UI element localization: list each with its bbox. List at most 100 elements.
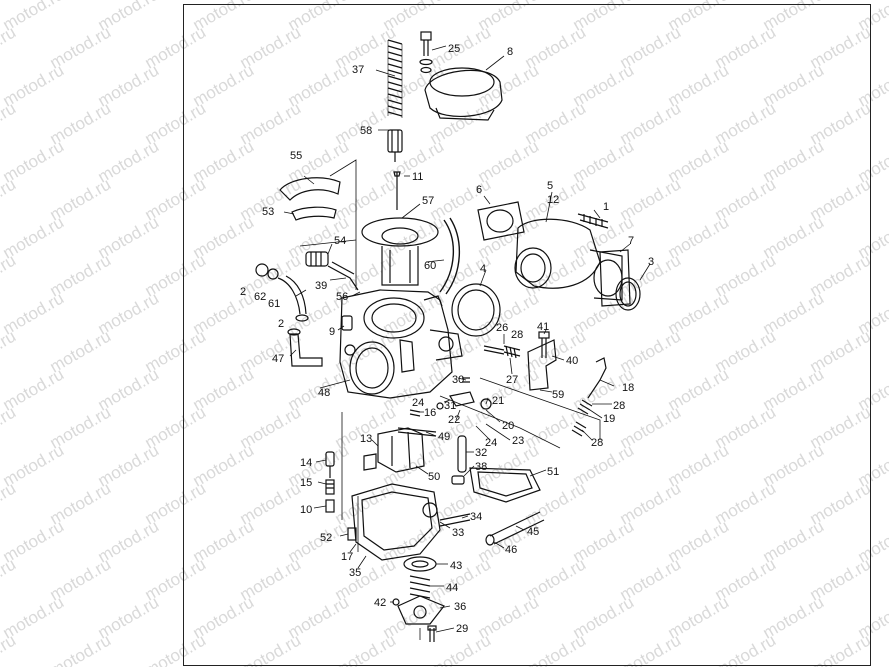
label-8: 8 xyxy=(507,46,513,58)
label-19: 19 xyxy=(603,413,615,425)
label-47: 47 xyxy=(272,353,284,365)
alignment-lines xyxy=(299,159,601,640)
label-38: 38 xyxy=(475,461,487,473)
label-34: 34 xyxy=(470,511,482,523)
leader-lines xyxy=(283,45,651,633)
part-41-screw xyxy=(538,331,550,358)
part-19-spring xyxy=(571,399,593,437)
callout-labels: 1 2 2 3 4 5 6 7 8 9 10 11 12 13 14 15 16… xyxy=(240,43,654,635)
part-16-pin xyxy=(409,409,421,417)
label-41: 41 xyxy=(537,321,549,333)
part-40-bracket xyxy=(527,339,557,391)
label-43: 43 xyxy=(450,560,462,572)
label-2-a: 2 xyxy=(240,286,246,298)
label-36: 36 xyxy=(454,601,466,613)
part-55-hose xyxy=(279,177,341,201)
part-50-float xyxy=(363,427,425,473)
label-14: 14 xyxy=(300,457,312,469)
part-38-jet xyxy=(451,475,465,485)
diagram-frame xyxy=(183,4,871,666)
label-2-b: 2 xyxy=(278,318,284,330)
label-52: 52 xyxy=(320,532,332,544)
label-24-b: 24 xyxy=(485,437,497,449)
label-26: 26 xyxy=(496,322,508,334)
part-58-needle-holder xyxy=(387,129,403,162)
label-21: 21 xyxy=(492,395,504,407)
part-35-float-bowl xyxy=(351,483,441,561)
label-6: 6 xyxy=(476,184,482,196)
label-59: 59 xyxy=(552,389,564,401)
label-45: 45 xyxy=(527,526,539,538)
label-18: 18 xyxy=(622,382,634,394)
label-16: 16 xyxy=(424,407,436,419)
part-11-needle xyxy=(393,171,401,210)
part-14-jet xyxy=(325,451,335,513)
label-50: 50 xyxy=(428,471,440,483)
part-62-hose xyxy=(255,263,309,322)
label-62: 62 xyxy=(254,291,266,303)
label-1: 1 xyxy=(603,201,609,213)
label-23: 23 xyxy=(512,435,524,447)
label-31: 31 xyxy=(444,400,456,412)
label-60: 60 xyxy=(424,260,436,272)
label-24-a: 24 xyxy=(412,397,424,409)
part-42-screw xyxy=(392,598,437,642)
part-43-diaphragm xyxy=(403,556,437,572)
label-4: 4 xyxy=(480,263,486,275)
label-39: 39 xyxy=(315,280,327,292)
label-20: 20 xyxy=(502,420,514,432)
part-31-lever xyxy=(436,377,492,410)
part-53-hose xyxy=(291,206,337,221)
label-17: 17 xyxy=(341,551,353,563)
label-53: 53 xyxy=(262,206,274,218)
label-10: 10 xyxy=(300,504,312,516)
label-37: 37 xyxy=(352,64,364,76)
label-3: 3 xyxy=(648,256,654,268)
part-39-plunger xyxy=(327,261,359,291)
part-7-gasket xyxy=(599,249,631,307)
label-40: 40 xyxy=(566,355,578,367)
label-15: 15 xyxy=(300,477,312,489)
label-22: 22 xyxy=(448,414,460,426)
part-5-manifold xyxy=(514,218,623,301)
label-33: 33 xyxy=(452,527,464,539)
part-37-spring xyxy=(387,39,403,118)
label-28-b: 28 xyxy=(613,400,625,412)
label-9: 9 xyxy=(329,326,335,338)
part-18-rod xyxy=(587,357,607,399)
part-8-cover xyxy=(424,67,503,121)
label-61: 61 xyxy=(268,298,280,310)
part-45-hose xyxy=(485,511,545,546)
label-42: 42 xyxy=(374,597,386,609)
part-4-seal xyxy=(451,283,501,337)
part-47-elbow xyxy=(287,328,323,367)
part-3-oring xyxy=(615,277,641,311)
label-28-c: 28 xyxy=(591,437,603,449)
label-29: 29 xyxy=(456,623,468,635)
label-28-a: 28 xyxy=(511,329,523,341)
part-6-gasket xyxy=(477,201,525,241)
label-11: 11 xyxy=(412,171,423,183)
label-57: 57 xyxy=(422,195,434,207)
label-51: 51 xyxy=(547,466,559,478)
part-60-tube xyxy=(439,217,460,295)
label-46: 46 xyxy=(505,544,517,556)
label-13: 13 xyxy=(360,433,372,445)
part-44-spring xyxy=(409,575,431,599)
label-30: 30 xyxy=(452,374,464,386)
part-48-carburetor-body xyxy=(339,289,463,399)
label-48: 48 xyxy=(318,387,330,399)
label-49: 49 xyxy=(438,431,450,443)
label-5: 5 xyxy=(547,180,553,192)
label-56: 56 xyxy=(336,291,348,303)
part-9-screw xyxy=(341,315,353,331)
part-25-screw xyxy=(419,31,433,74)
part-51-gasket xyxy=(469,467,541,503)
part-32-tube xyxy=(457,435,467,473)
label-27: 27 xyxy=(506,374,518,386)
part-57-diaphragm xyxy=(361,217,439,286)
label-25: 25 xyxy=(448,43,460,55)
label-12: 12 xyxy=(547,194,559,206)
label-35: 35 xyxy=(349,567,361,579)
